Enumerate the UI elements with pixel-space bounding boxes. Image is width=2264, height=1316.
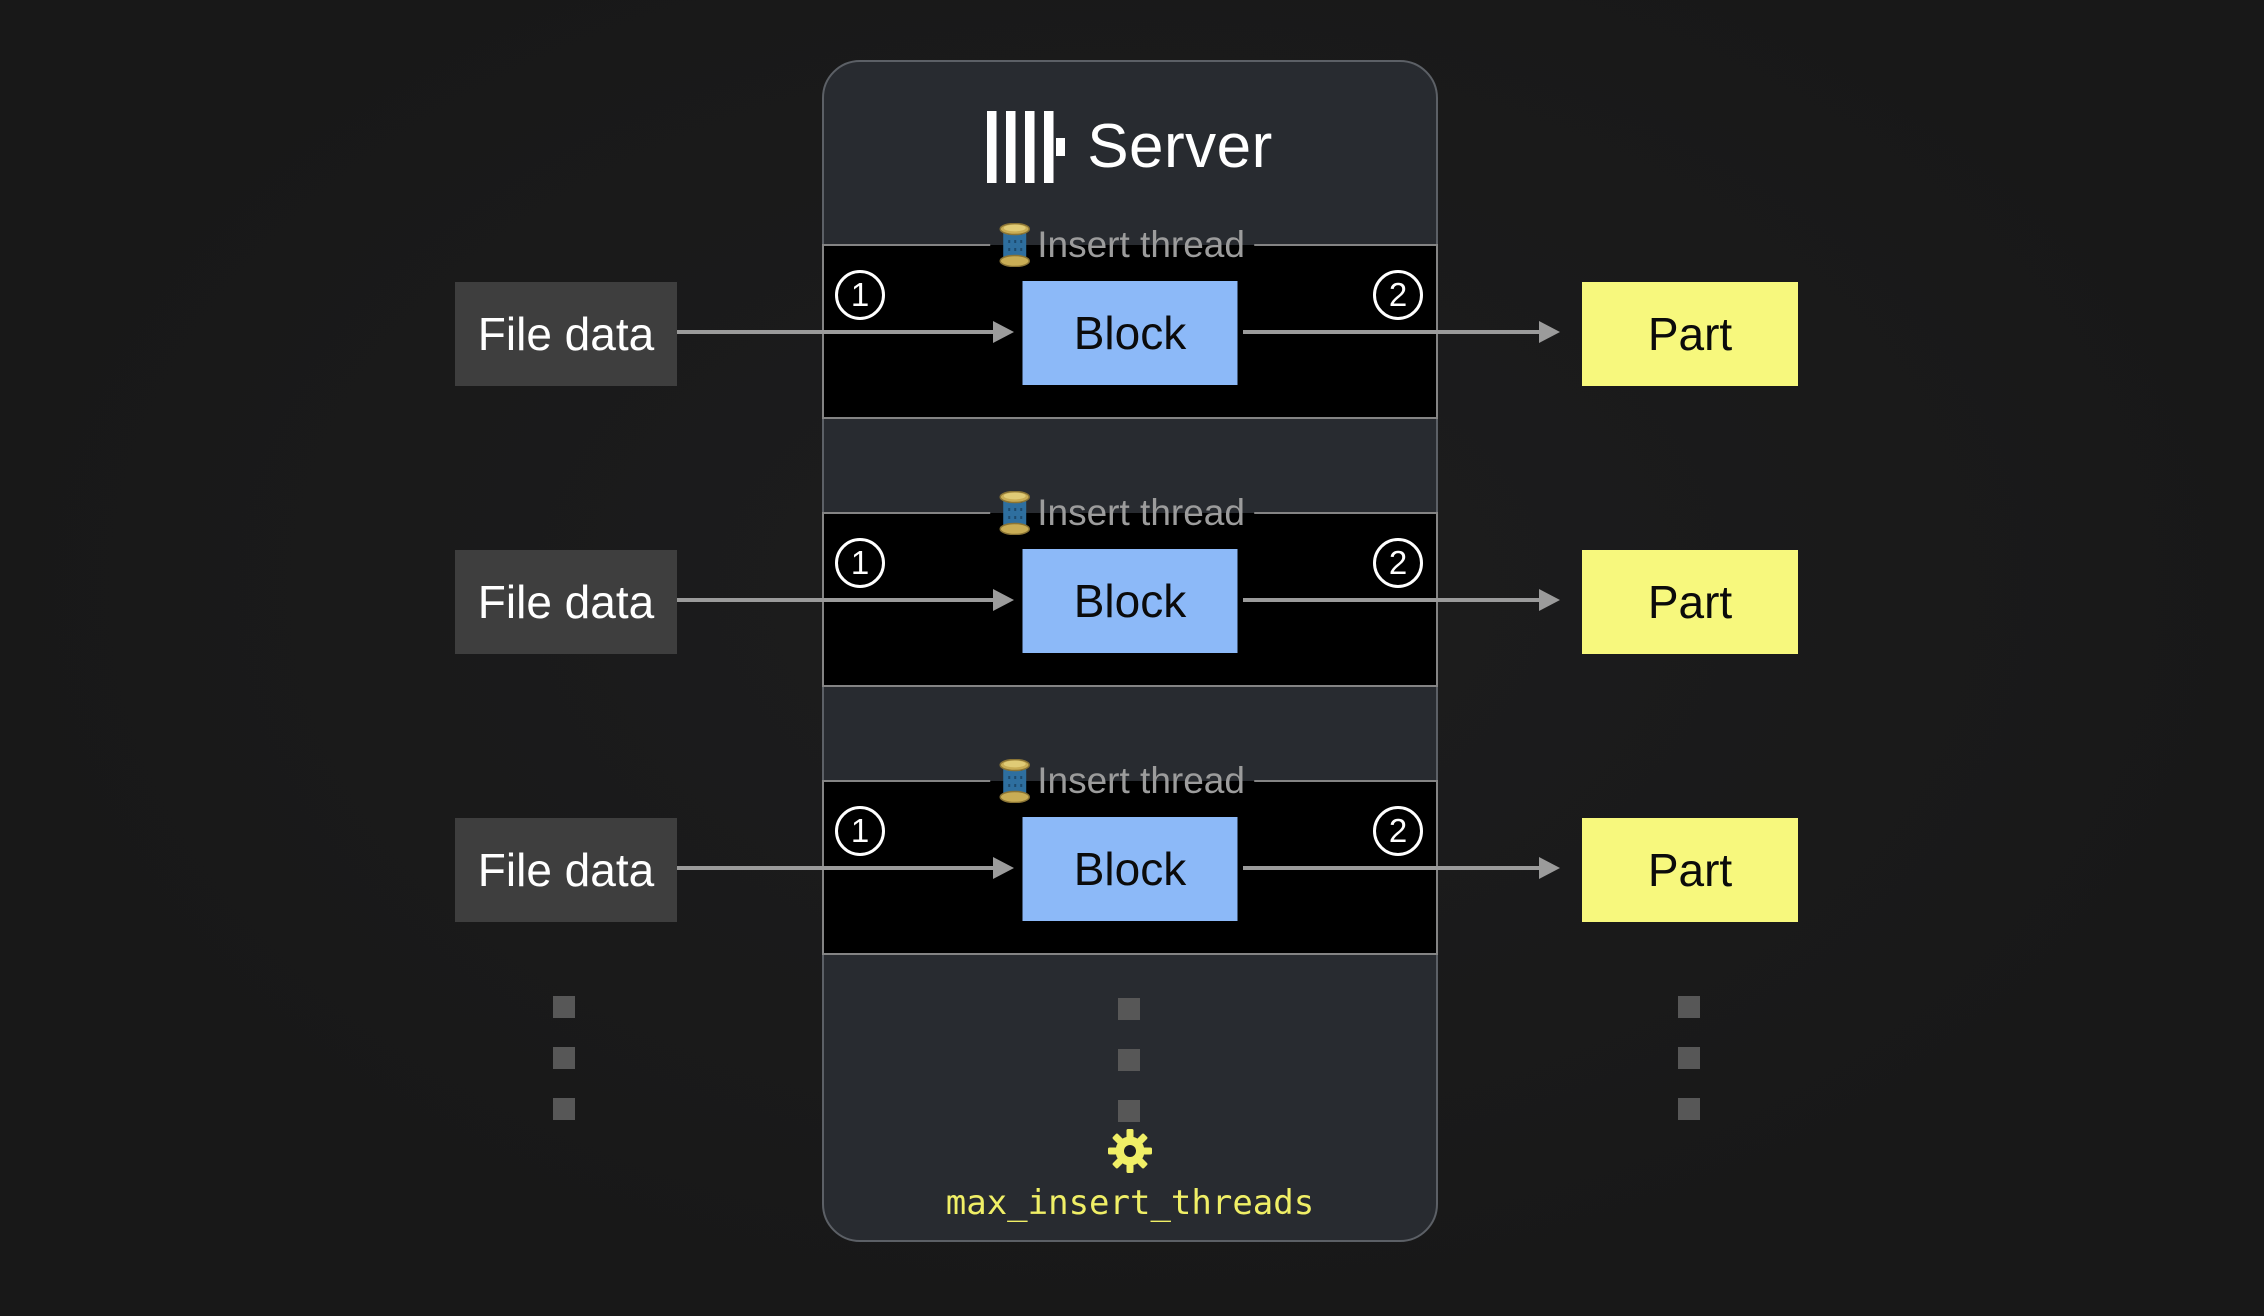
file-data-continuation-dots [553,996,575,1149]
insert-thread-label: Insert thread [1037,492,1245,533]
threads-continuation-dots [1118,998,1140,1151]
ellipsis-dot [1118,1100,1140,1122]
setting-label: max_insert_threads [945,1183,1315,1224]
ellipsis-dot [1118,1049,1140,1071]
block-box: Block [1022,281,1238,385]
block-box: Block [1022,817,1238,921]
insert-thread-legend: Insert thread [990,758,1254,804]
part-box: Part [1582,550,1798,654]
insert-thread-row: File data Insert thread 1 Block 2 Part [0,222,2264,419]
file-data-box: File data [455,282,677,386]
step-1-badge: 1 [835,806,885,856]
ellipsis-dot [553,1047,575,1069]
insert-thread-row: File data Insert thread 1 Block 2 Part [0,490,2264,687]
server-title: Server [1087,112,1273,181]
file-data-box: File data [455,818,677,922]
ellipsis-dot [553,1098,575,1120]
parts-continuation-dots [1678,996,1700,1149]
thread-spool-icon [999,491,1030,535]
insert-thread-row: File data Insert thread 1 Block 2 Part [0,758,2264,955]
ellipsis-dot [553,996,575,1018]
part-box: Part [1582,818,1798,922]
max-insert-threads-setting: max_insert_threads [824,1128,1436,1224]
part-box: Part [1582,282,1798,386]
thread-spool-icon [999,223,1030,267]
ellipsis-dot [1678,1098,1700,1120]
ellipsis-dot [1678,1047,1700,1069]
step-2-badge: 2 [1373,806,1423,856]
clickhouse-logo-icon [987,111,1066,183]
step-1-badge: 1 [835,270,885,320]
insert-thread-label: Insert thread [1037,760,1245,801]
ellipsis-dot [1118,998,1140,1020]
step-2-badge: 2 [1373,270,1423,320]
step-1-badge: 1 [835,538,885,588]
block-box: Block [1022,549,1238,653]
ellipsis-dot [1678,996,1700,1018]
insert-thread-label: Insert thread [1037,224,1245,265]
step-2-badge: 2 [1373,538,1423,588]
insert-thread-legend: Insert thread [990,490,1254,536]
gear-icon [1108,1129,1152,1174]
thread-spool-icon [999,759,1030,803]
file-data-box: File data [455,550,677,654]
insert-thread-legend: Insert thread [990,222,1254,268]
server-header: Server [824,92,1436,202]
